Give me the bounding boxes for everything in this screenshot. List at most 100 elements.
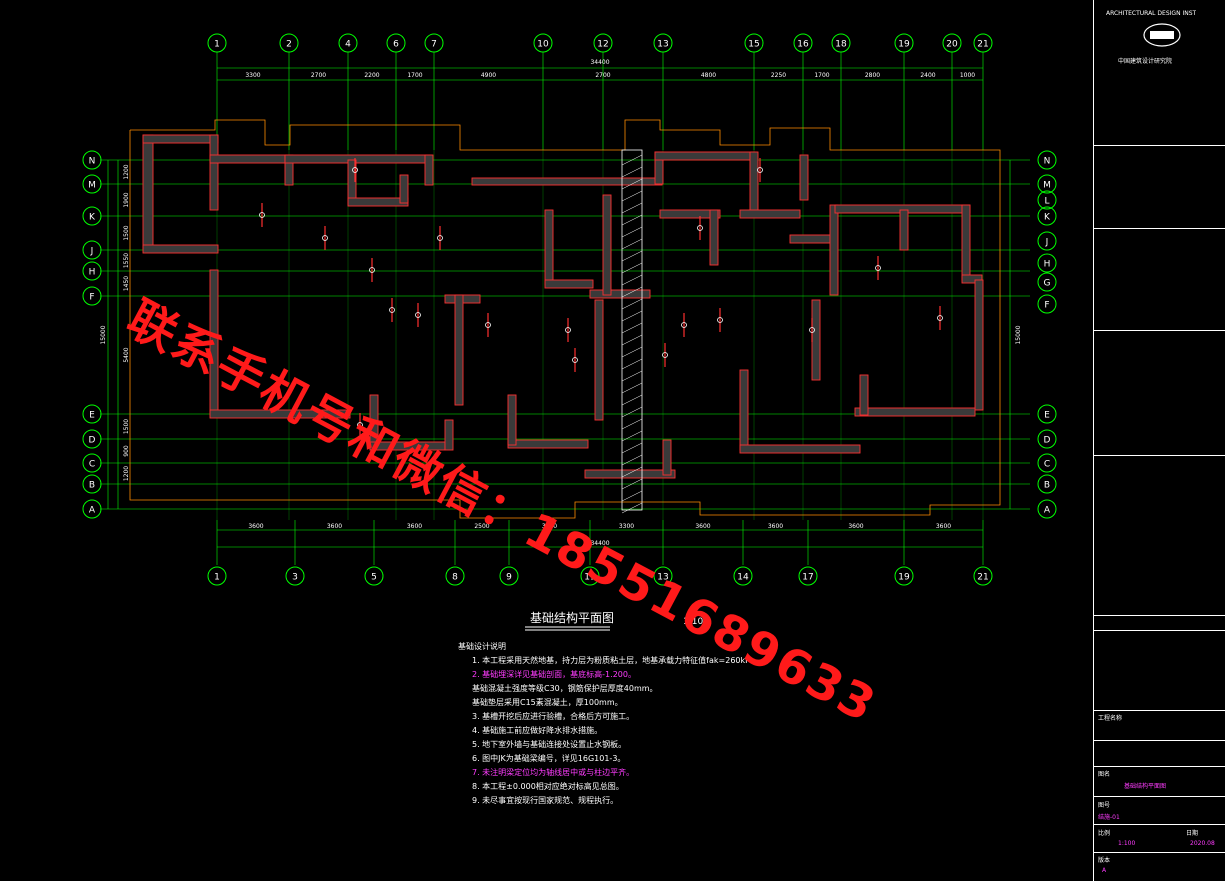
dim-total: 34400 — [590, 540, 609, 547]
stair-core — [621, 149, 643, 511]
right-axis-bubble-circle — [1037, 174, 1057, 194]
stair-hatch — [621, 226, 643, 238]
dim-text: 3600 — [542, 523, 557, 530]
right-axis-bubble-label: M — [1043, 181, 1051, 191]
stair-hatch — [621, 202, 643, 214]
note-line: 6. 图中JK为基础梁编号，详见16G101-3。 — [472, 754, 626, 763]
pile-marker — [681, 322, 687, 328]
stair-hatch — [621, 382, 643, 394]
right-axis-bubble-circle — [1037, 499, 1057, 519]
right-axis-bubble-label: B — [1044, 481, 1050, 491]
stair-hatch — [621, 298, 643, 310]
dim-text: 4800 — [701, 72, 716, 79]
drawing-name-label: 图名 — [1098, 771, 1111, 778]
foundation-wall — [544, 209, 554, 286]
top-axis-bubble-circle — [793, 33, 813, 53]
pile-marker — [717, 317, 723, 323]
left-axis-bubble-label: J — [90, 247, 94, 257]
dim-text: 900 — [123, 445, 130, 457]
top-axis-bubble-label: 19 — [898, 40, 910, 50]
company-cn: 中国建筑设计研究院 — [1118, 58, 1173, 65]
date-value: 2020.08 — [1190, 840, 1215, 847]
pile-marker — [697, 225, 703, 231]
dim-text: 1200 — [123, 466, 130, 481]
foundation-wall — [811, 299, 821, 381]
stair-hatch — [621, 466, 643, 478]
dim-text: 3600 — [327, 523, 342, 530]
top-axis-bubble-circle — [424, 33, 444, 53]
stair-hatch — [621, 286, 643, 298]
right-axis-bubble-label: E — [1044, 411, 1050, 421]
top-axis-bubble-label: 20 — [946, 40, 958, 50]
stair-hatch — [621, 238, 643, 250]
foundation-wall — [594, 299, 604, 421]
top-axis-bubble-circle — [593, 33, 613, 53]
stair-hatch — [621, 442, 643, 454]
stair-hatch — [621, 214, 643, 226]
drawing-title: 基础结构平面图 — [530, 610, 614, 625]
bottom-axis-bubble-label: 13 — [657, 573, 668, 583]
right-axis-bubble-circle — [1037, 474, 1057, 494]
foundation-wall — [739, 369, 749, 451]
top-axis-bubble-circle — [653, 33, 673, 53]
top-axis-bubble-circle — [386, 33, 406, 53]
note-line: 5. 地下室外墙与基础连接处设置止水钢板。 — [472, 740, 627, 749]
dim-text: 3600 — [936, 523, 951, 530]
foundation-wall — [739, 209, 801, 219]
note-line: 9. 未尽事宜按现行国家规范、规程执行。 — [472, 796, 619, 805]
foundation-wall — [709, 209, 719, 266]
right-axis-bubble-circle — [1037, 294, 1057, 314]
left-axis-bubble-circle — [82, 174, 102, 194]
top-axis-bubble-label: 7 — [431, 40, 437, 50]
stair-hatch — [621, 394, 643, 406]
top-axis-bubble-label: 12 — [597, 40, 608, 50]
foundation-wall — [347, 197, 409, 207]
stair-hatch — [621, 502, 643, 514]
bottom-axis-bubble-circle — [973, 566, 993, 586]
pile-marker — [662, 352, 668, 358]
note-line: 3. 基槽开挖后应进行验槽，合格后方可施工。 — [472, 712, 635, 721]
drawing-name: 基础结构平面图 — [1124, 783, 1167, 790]
top-axis-bubble-label: 18 — [835, 40, 847, 50]
left-axis-bubble-label: A — [89, 506, 96, 516]
foundation-wall — [142, 134, 154, 251]
right-axis-bubble-circle — [1037, 429, 1057, 449]
foundation-wall — [471, 177, 663, 186]
pile-marker — [357, 422, 363, 428]
foundation-wall — [544, 279, 594, 289]
bottom-axis-bubble-label: 11 — [584, 573, 595, 583]
left-axis-bubble-circle — [82, 150, 102, 170]
foundation-wall — [899, 209, 909, 251]
foundation-wall — [961, 274, 983, 284]
pile-marker — [565, 327, 571, 333]
foundation-wall — [584, 469, 676, 479]
left-axis-bubble-label: M — [88, 181, 96, 191]
dim-text: 2800 — [865, 72, 880, 79]
foundation-wall — [662, 439, 672, 476]
dim-text: 1200 — [123, 164, 130, 179]
stair-hatch — [621, 166, 643, 178]
bottom-axis-bubble-label: 14 — [737, 573, 749, 583]
foundation-wall — [209, 154, 291, 164]
foundation-wall — [142, 134, 219, 144]
date-label: 日期 — [1186, 830, 1199, 837]
foundation-wall — [444, 419, 454, 451]
top-axis-bubble-label: 10 — [537, 40, 549, 50]
project-label: 工程名称 — [1098, 715, 1123, 722]
foundation-wall — [142, 244, 219, 254]
right-axis-bubble-circle — [1037, 453, 1057, 473]
dim-text: 1500 — [123, 419, 130, 434]
bottom-axis-bubble-label: 19 — [898, 573, 910, 583]
right-axis-bubble-label: K — [1044, 213, 1051, 223]
drawing-number: 结施-01 — [1098, 814, 1120, 821]
foundation-wall — [507, 439, 589, 449]
stair-hatch — [621, 430, 643, 442]
top-axis-bubble-circle — [533, 33, 553, 53]
dim-text: 5400 — [123, 347, 130, 362]
left-axis-bubble-circle — [82, 261, 102, 281]
bottom-axis-bubble-circle — [653, 566, 673, 586]
stair-hatch — [621, 274, 643, 286]
dim-text: 4900 — [481, 72, 496, 79]
